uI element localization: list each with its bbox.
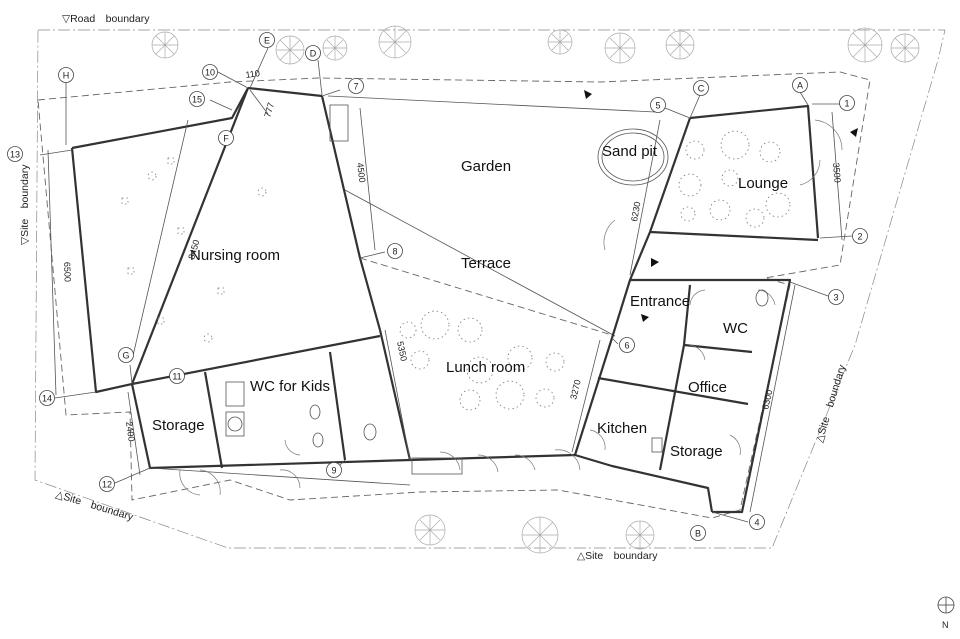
- grid-bubble-E: E: [259, 32, 275, 48]
- svg-text:15: 15: [192, 95, 202, 105]
- grid-bubble-5: 5: [650, 97, 666, 113]
- landscape-trees: [151, 25, 920, 554]
- svg-text:5: 5: [655, 101, 660, 111]
- dim-6230: 6230: [629, 201, 642, 222]
- dim-6300: 6300: [760, 389, 774, 411]
- svg-text:C: C: [698, 84, 705, 94]
- grid-bubble-14: 14: [39, 390, 55, 406]
- room-label-lounge: Lounge: [738, 175, 788, 192]
- grid-bubble-8: 8: [387, 243, 403, 259]
- nursing-markers: [121, 157, 267, 343]
- lunch-seating: [399, 310, 565, 411]
- boundary-labels: ▽Road boundary ▽Site boundary △Site boun…: [19, 13, 849, 562]
- grid-bubble-12: 12: [99, 476, 115, 492]
- svg-text:10: 10: [205, 68, 215, 78]
- north-arrow: N: [937, 596, 955, 630]
- site-boundary-southwest-label: △Site boundary: [54, 488, 135, 523]
- sand-pit-shape: [597, 128, 669, 186]
- dim-3500: 3500: [831, 162, 843, 183]
- grid-bubble-A: A: [792, 77, 808, 93]
- road-boundary-label: ▽Road boundary: [62, 13, 150, 25]
- grid-bubble-9: 9: [326, 462, 342, 478]
- grid-bubble-D: D: [305, 45, 321, 61]
- svg-text:4: 4: [754, 518, 759, 528]
- room-labels: Garden Sand pit Lounge Nursing room Terr…: [152, 143, 788, 460]
- room-label-office: Office: [688, 379, 727, 396]
- room-label-entrance: Entrance: [630, 293, 690, 310]
- grid-bubble-C: C: [693, 80, 709, 96]
- svg-text:12: 12: [102, 480, 112, 490]
- grid-bubble-1: 1: [839, 95, 855, 111]
- svg-text:7: 7: [353, 82, 358, 92]
- room-label-kitchen: Kitchen: [597, 420, 647, 437]
- svg-text:14: 14: [42, 394, 52, 404]
- dimension-labels: 110 777 4500 6230 3500 8450 6500 5350 32…: [62, 68, 843, 442]
- grid-bubble-F: F: [218, 130, 234, 146]
- room-label-storage-east: Storage: [670, 443, 723, 460]
- grid-bubble-G: G: [118, 347, 134, 363]
- svg-text:8: 8: [392, 247, 397, 257]
- room-label-wc-for-kids: WC for Kids: [250, 378, 330, 395]
- room-label-garden: Garden: [461, 158, 511, 175]
- svg-text:2: 2: [857, 232, 862, 242]
- grid-bubbles-numbers: 1 2 3 4 5 6 7 8 9 10 11 12 13 14 15: [7, 64, 868, 530]
- grid-bubble-3: 3: [828, 289, 844, 305]
- svg-text:13: 13: [10, 150, 20, 160]
- north-label: N: [942, 620, 949, 630]
- lounge-seating: [678, 130, 791, 228]
- svg-text:B: B: [695, 529, 701, 539]
- grid-bubble-13: 13: [7, 146, 23, 162]
- room-label-sand-pit: Sand pit: [602, 143, 658, 160]
- dimension-lines: [47, 89, 843, 513]
- svg-text:G: G: [122, 351, 129, 361]
- dim-2400: 2400: [124, 421, 137, 442]
- grid-bubble-7: 7: [348, 78, 364, 94]
- grid-bubble-6: 6: [619, 337, 635, 353]
- site-boundary-lines: [34, 29, 946, 549]
- site-boundary-south-label: △Site boundary: [577, 550, 658, 562]
- svg-text:A: A: [797, 81, 803, 91]
- door-swings: [179, 119, 843, 496]
- svg-text:6: 6: [624, 341, 629, 351]
- dim-777: 777: [262, 101, 276, 118]
- dim-3270: 3270: [568, 379, 583, 401]
- svg-text:E: E: [264, 36, 270, 46]
- svg-text:D: D: [310, 49, 317, 59]
- room-label-storage-west: Storage: [152, 417, 205, 434]
- dim-110: 110: [245, 68, 261, 80]
- grid-bubble-H: H: [58, 67, 74, 83]
- dim-6500: 6500: [62, 262, 73, 282]
- grid-bubble-2: 2: [852, 228, 868, 244]
- grid-bubble-11: 11: [169, 368, 185, 384]
- svg-text:1: 1: [844, 99, 849, 109]
- svg-text:9: 9: [331, 466, 336, 476]
- grid-bubble-4: 4: [749, 514, 765, 530]
- site-boundary-east-label: △Site boundary: [813, 363, 848, 444]
- room-label-nursing-room: Nursing room: [190, 247, 280, 264]
- roof-outline: [37, 71, 871, 519]
- grid-reference-lines: [39, 47, 853, 523]
- grid-bubble-B: B: [690, 525, 706, 541]
- grid-bubble-15: 15: [189, 91, 205, 107]
- site-boundary-west-label: ▽Site boundary: [19, 164, 31, 245]
- fixtures: [225, 104, 769, 475]
- dim-4500: 4500: [355, 162, 367, 183]
- room-label-wc: WC: [723, 320, 748, 337]
- svg-text:H: H: [63, 71, 70, 81]
- entry-arrows: [584, 90, 858, 322]
- room-label-terrace: Terrace: [461, 255, 511, 272]
- dim-5350: 5350: [395, 340, 409, 362]
- room-label-lunch-room: Lunch room: [446, 359, 525, 376]
- grid-bubbles-letters: A B C D E F G H: [58, 32, 808, 541]
- svg-text:F: F: [223, 134, 229, 144]
- grid-bubble-10: 10: [202, 64, 218, 80]
- svg-text:11: 11: [172, 372, 181, 382]
- svg-text:3: 3: [833, 293, 838, 303]
